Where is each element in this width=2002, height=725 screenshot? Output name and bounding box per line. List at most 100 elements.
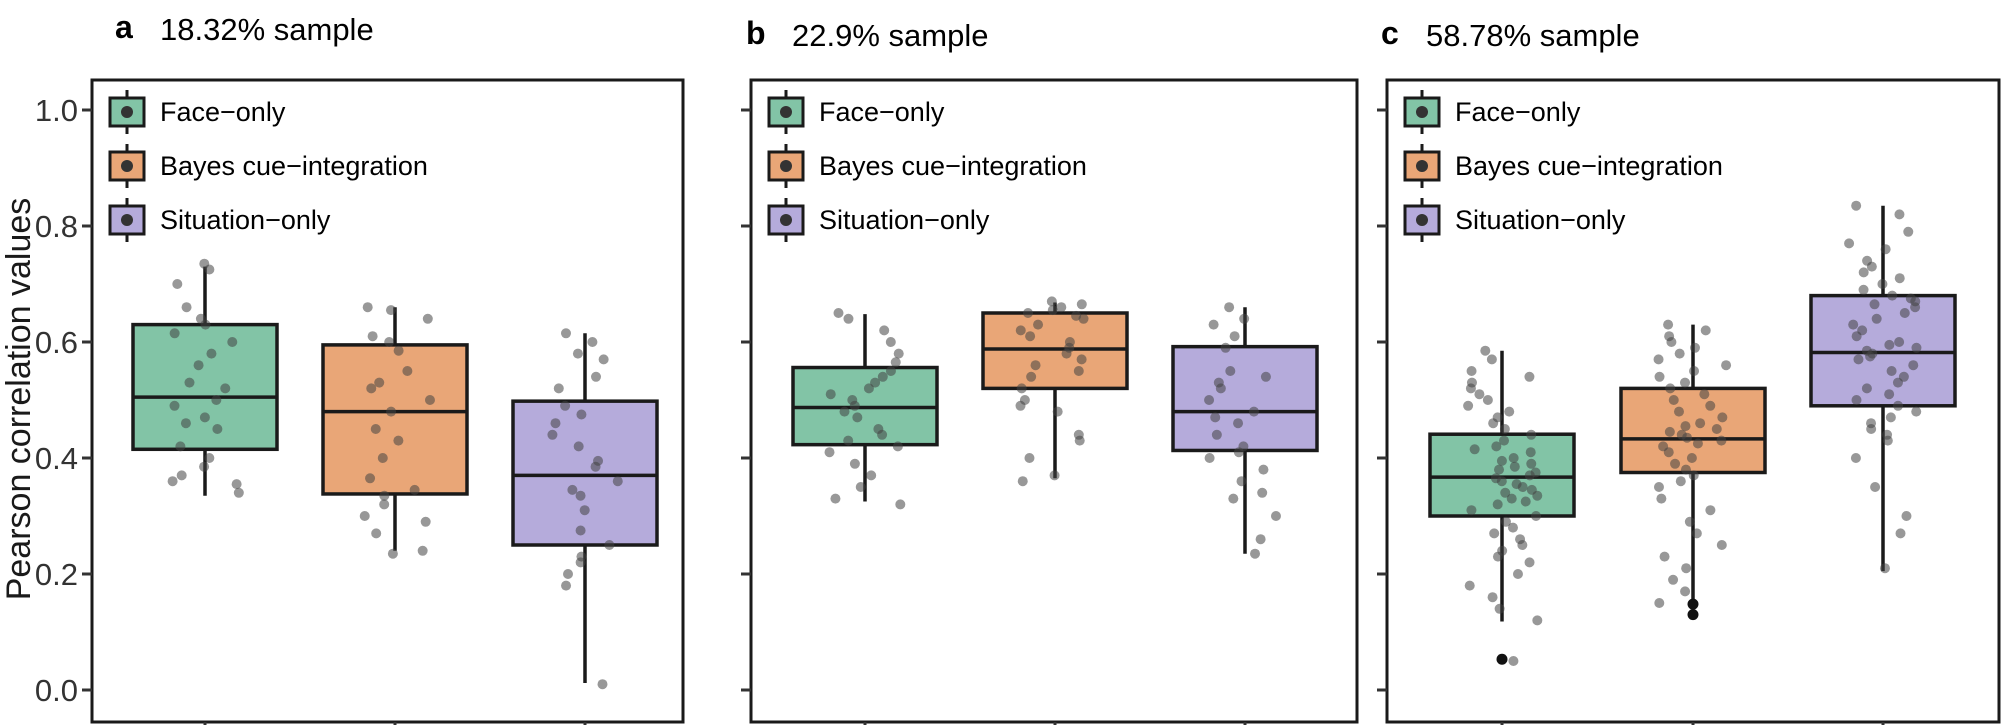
data-point (1258, 464, 1269, 475)
data-point (1887, 290, 1898, 301)
data-point (370, 424, 381, 434)
data-point (1882, 435, 1893, 446)
data-point (1689, 342, 1700, 353)
data-point (1656, 493, 1667, 504)
data-point (1892, 377, 1903, 388)
data-point (1015, 325, 1026, 336)
data-point (1076, 354, 1087, 365)
y-tick-label: 1.0 (35, 93, 78, 128)
data-point (1469, 444, 1480, 455)
legend-label: Bayes cue−integration (819, 151, 1087, 181)
data-point (193, 360, 204, 371)
panel-frame (90, 78, 685, 724)
data-point (1664, 426, 1675, 437)
data-point (1668, 574, 1679, 585)
data-point (893, 348, 904, 359)
legend-label: Situation−only (160, 205, 331, 235)
series-Situation−only (1171, 302, 1319, 559)
data-point (1695, 418, 1706, 429)
data-point (1721, 360, 1732, 371)
data-point (1866, 261, 1877, 272)
data-point (1870, 482, 1881, 492)
data-point (424, 395, 435, 405)
data-point (1025, 331, 1036, 342)
legend-dot (1416, 160, 1428, 172)
data-point (1520, 496, 1531, 507)
data-point (1899, 308, 1910, 318)
data-point (204, 264, 215, 275)
data-point (1488, 418, 1499, 429)
data-point (1665, 383, 1676, 394)
data-point (1482, 395, 1493, 405)
data-point (385, 305, 396, 316)
data-point (598, 354, 609, 365)
data-point (895, 499, 906, 510)
data-point (1517, 482, 1528, 492)
data-point (1492, 551, 1503, 562)
panel-letter: b (746, 15, 766, 51)
outlier-point (1496, 653, 1508, 665)
data-point (180, 418, 191, 429)
data-point (1663, 319, 1674, 330)
data-point (1861, 383, 1872, 394)
data-point (1061, 348, 1072, 359)
data-point (1524, 557, 1535, 568)
box (321, 343, 469, 496)
data-point (1499, 435, 1510, 446)
data-point (379, 499, 390, 510)
data-point (890, 357, 901, 368)
data-point (1486, 354, 1497, 365)
data-point (384, 337, 395, 347)
data-point (863, 383, 874, 394)
data-point (560, 400, 571, 411)
data-point (1893, 400, 1904, 411)
data-point (393, 345, 404, 356)
data-point (1480, 345, 1491, 356)
data-point (1692, 438, 1703, 449)
data-point (365, 473, 376, 484)
legend-label: Situation−only (1455, 205, 1626, 235)
data-point (1076, 299, 1087, 310)
data-point (420, 516, 431, 527)
data-point (387, 548, 398, 559)
data-point (825, 389, 836, 400)
legend-dot (121, 160, 133, 172)
data-point (1659, 551, 1670, 562)
data-point (1250, 548, 1261, 559)
data-point (199, 412, 210, 423)
data-point (1691, 528, 1702, 539)
data-point (1680, 586, 1691, 597)
data-point (1499, 424, 1510, 434)
data-point (1717, 412, 1728, 423)
data-point (1911, 406, 1922, 417)
data-point (362, 302, 373, 313)
data-point (1525, 447, 1536, 458)
data-point (169, 400, 180, 411)
series-Bayes cue−integration (981, 296, 1129, 487)
data-point (1910, 302, 1921, 313)
data-point (547, 429, 558, 440)
data-point (1901, 511, 1912, 521)
data-point (1464, 580, 1475, 591)
data-point (1494, 464, 1505, 475)
data-point (575, 490, 586, 501)
data-point (1851, 200, 1862, 211)
data-point (1871, 313, 1882, 324)
legend-label: Face−only (1455, 97, 1581, 127)
data-point (1680, 377, 1691, 388)
data-point (892, 441, 903, 452)
data-point (1236, 476, 1247, 487)
data-point (843, 313, 854, 324)
data-point (1666, 337, 1677, 347)
data-point (1532, 490, 1543, 501)
data-point (1026, 371, 1037, 382)
panel-letter: c (1381, 15, 1399, 51)
data-point (1496, 476, 1507, 487)
data-point (227, 337, 238, 347)
data-point (855, 482, 866, 492)
series-Face−only (131, 258, 279, 498)
data-point (1257, 487, 1268, 498)
data-point (379, 490, 390, 501)
data-point (1686, 453, 1697, 463)
